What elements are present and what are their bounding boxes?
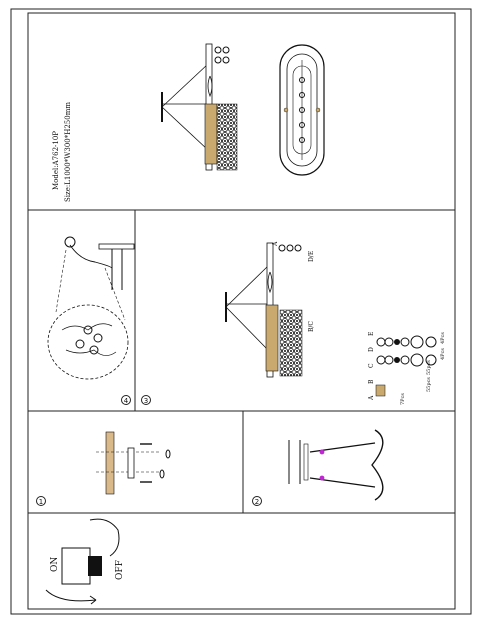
step-4-marker: 4 [121,395,131,405]
legend-letter-a: A [368,395,375,400]
model-label: Model:A762-10P [52,130,60,190]
assembly-label-bc: B/C [308,320,315,332]
legend-count-a: 7Pcs [400,393,406,405]
switch-on-label: ON [50,556,60,572]
legend-count-e: 4Pcs [440,332,446,344]
legend-count-c: 55pcs [426,360,432,375]
legend-letter-d: D [368,347,375,352]
size-label: Size:L1000*W300*H250mm [64,102,72,202]
legend-letter-e: E [368,331,375,336]
step-1-marker: 1 [36,496,46,506]
wiring-drawing [47,236,135,380]
legend-letter-c: C [368,363,375,368]
step-2-marker: 2 [252,496,262,506]
legend-count-b: 55pcs [426,377,432,392]
assembly-label-a: A [272,241,279,246]
assembly-drawing [225,242,303,378]
switch-off-label: OFF [115,560,125,580]
parts-legend [375,335,437,397]
suspension-drawing [288,429,384,501]
step-3-marker: 3 [141,395,151,405]
top-view-drawing [279,44,325,176]
mounting-drawing [96,431,171,495]
switch-drawing [45,518,120,605]
assembly-label-de: D/E [308,250,315,262]
side-view-drawing [161,43,238,171]
legend-count-d: 4Pcs [440,348,446,360]
legend-letter-b: B [368,379,375,384]
